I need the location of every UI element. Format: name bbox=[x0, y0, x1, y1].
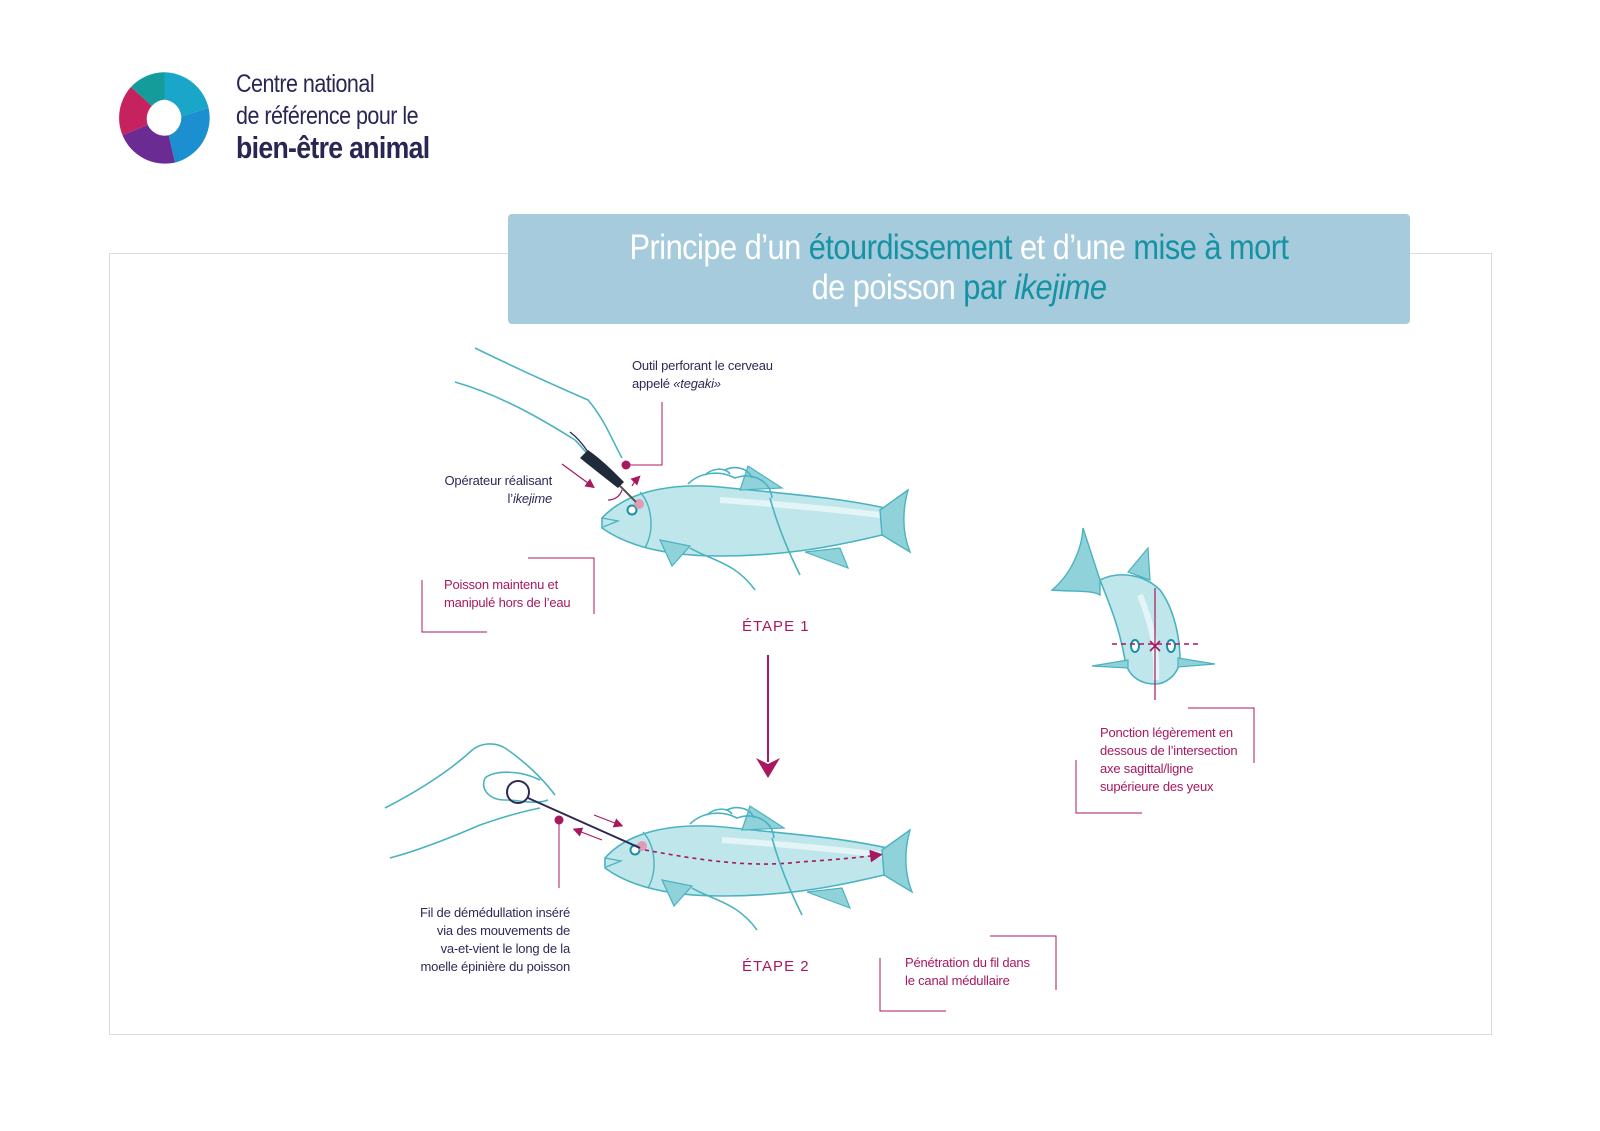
held-fish-label: Poisson maintenu et manipulé hors de l’e… bbox=[444, 576, 571, 612]
title-line-2: de poisson par ikejime bbox=[562, 268, 1356, 308]
held-fish-label-line: manipulé hors de l’eau bbox=[444, 595, 571, 610]
puncture-label-line: axe sagittal/ligne bbox=[1100, 761, 1194, 776]
wire-label: Fil de démédullation inséré via des mouv… bbox=[400, 904, 570, 976]
step1-operator-hand bbox=[454, 347, 637, 503]
logo-wordmark: Centre national de référence pour le bie… bbox=[236, 68, 461, 164]
operator-label-line: l’ikejime bbox=[420, 490, 553, 508]
title-banner: Principe d’un étourdissement et d’une mi… bbox=[508, 214, 1410, 324]
title-highlight-by: par bbox=[963, 268, 1015, 307]
title-line-1: Principe d’un étourdissement et d’une mi… bbox=[562, 228, 1356, 268]
title-text: de poisson bbox=[811, 268, 964, 307]
step1-annotations bbox=[421, 402, 663, 633]
logo-swirl-icon bbox=[119, 72, 210, 164]
title-text: Principe d’un bbox=[629, 228, 809, 267]
operator-label-text: l’ bbox=[507, 491, 514, 506]
tool-label: Outil perforant le cerveau appelé «tegak… bbox=[632, 357, 773, 393]
operator-label: Opérateur réalisant l’ikejime bbox=[420, 472, 553, 508]
front-view-fish bbox=[1050, 527, 1255, 814]
puncture-label-line: supérieure des yeux bbox=[1100, 779, 1214, 794]
step2-holding-hand bbox=[689, 806, 803, 931]
step1-fish bbox=[601, 465, 912, 570]
tool-label-line: appelé «tegaki» bbox=[632, 375, 773, 393]
step2-annotations bbox=[554, 814, 1057, 1012]
penetration-label-line: le canal médullaire bbox=[905, 973, 1010, 988]
operator-label-line: Opérateur réalisant bbox=[444, 473, 553, 488]
wire-label-line: moelle épinière du poisson bbox=[420, 959, 571, 974]
wire-callout-dot bbox=[554, 815, 564, 825]
held-fish-label-line: Poisson maintenu et bbox=[444, 577, 558, 592]
operator-label-ikejime: ikejime bbox=[512, 491, 552, 506]
step2-operator-hand bbox=[384, 743, 556, 859]
title-text: et d’une bbox=[1011, 228, 1134, 267]
step-down-arrow bbox=[756, 655, 780, 778]
tool-label-text: appelé bbox=[632, 376, 674, 391]
penetration-label: Pénétration du fil dans le canal médulla… bbox=[905, 954, 1030, 990]
logo-line-2: de référence pour le bbox=[236, 102, 419, 130]
logo-line-3: bien-être animal bbox=[236, 130, 430, 165]
step2-fish bbox=[604, 805, 914, 910]
penetration-label-line: Pénétration du fil dans bbox=[905, 955, 1030, 970]
puncture-label: Ponction légèrement en dessous de l’inte… bbox=[1100, 724, 1238, 796]
wire-label-line: va-et-vient le long de la bbox=[440, 941, 571, 956]
title-highlight-ikejime: ikejime bbox=[1014, 268, 1107, 307]
wire-label-line: Fil de démédullation inséré bbox=[420, 905, 570, 920]
step1-holding-hand bbox=[687, 466, 801, 591]
title-highlight-stunning: étourdissement bbox=[808, 228, 1013, 267]
step2-wire-tool bbox=[506, 780, 641, 849]
puncture-label-line: Ponction légèrement en bbox=[1100, 725, 1233, 740]
step-2-label: ÉTAPE 2 bbox=[742, 958, 810, 975]
tool-label-tegaki: «tegaki» bbox=[673, 376, 721, 391]
step-1-label: ÉTAPE 1 bbox=[742, 618, 810, 635]
tool-label-line: Outil perforant le cerveau bbox=[632, 358, 773, 373]
logo-line-1: Centre national bbox=[236, 70, 375, 98]
title-highlight-killing: mise à mort bbox=[1133, 228, 1289, 267]
wire-label-line: via des mouvements de bbox=[436, 923, 570, 938]
tool-callout-dot bbox=[621, 460, 631, 470]
cnr-bea-logo: Centre national de référence pour le bie… bbox=[112, 66, 452, 176]
puncture-label-line: dessous de l’intersection bbox=[1100, 743, 1238, 758]
